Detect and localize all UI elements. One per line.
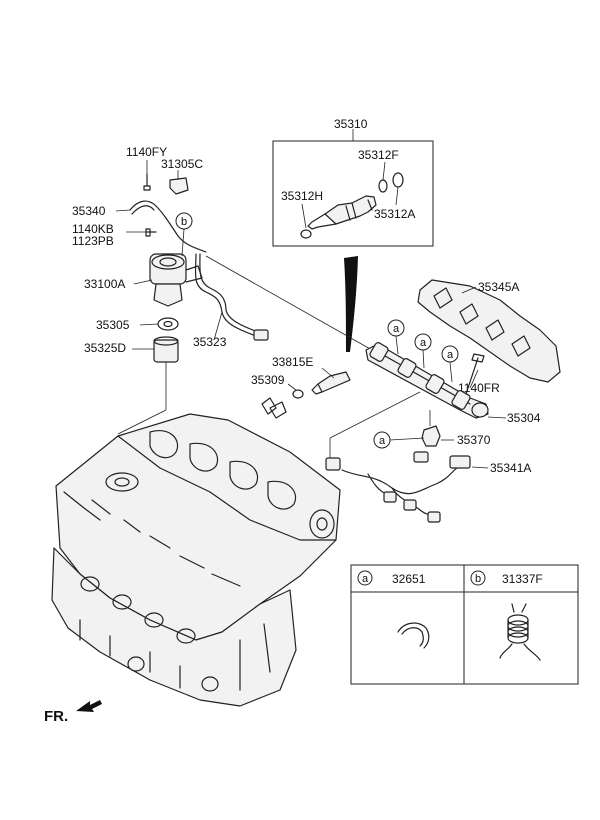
harness-connector-2 xyxy=(383,491,397,503)
clip-pieces xyxy=(261,397,287,419)
svg-text:a: a xyxy=(420,337,427,349)
legend-code-b: b xyxy=(475,573,481,585)
label-35304: 35304 xyxy=(507,411,541,425)
rail-cup-3 xyxy=(425,374,445,394)
engine-block xyxy=(51,413,341,707)
harness-connector-1 xyxy=(413,451,429,463)
legend-callout-b xyxy=(470,570,486,586)
label-1140FR: 1140FR xyxy=(458,381,500,395)
label-35370: 35370 xyxy=(457,433,491,447)
svg-text:b: b xyxy=(181,216,187,228)
harness-connector-main xyxy=(449,455,471,469)
harness-35341A xyxy=(341,465,461,521)
label-31305C: 31305C xyxy=(161,157,203,171)
bolt-1140FY xyxy=(143,173,151,191)
label-35309: 35309 xyxy=(251,373,285,387)
cam-seal xyxy=(309,509,335,539)
legend-callout-a xyxy=(357,570,373,586)
rail-cup-4 xyxy=(451,390,471,410)
sensor-35370 xyxy=(421,425,441,447)
seal-ring-small xyxy=(378,179,388,193)
label-33815E: 33815E xyxy=(272,355,313,369)
legend-part-32651: 32651 xyxy=(392,572,426,586)
label-33100A: 33100A xyxy=(84,277,125,291)
label-35323: 35323 xyxy=(193,335,227,349)
harness-connector-3 xyxy=(403,499,417,511)
label-35312H: 35312H xyxy=(281,189,323,203)
label-35340: 35340 xyxy=(72,204,106,218)
harness-connector-4 xyxy=(427,511,441,523)
label-35325D: 35325D xyxy=(84,341,126,355)
hose-35323 xyxy=(194,253,257,337)
label-35310: 35310 xyxy=(334,117,368,131)
svg-text:a: a xyxy=(393,323,400,335)
label-35345A: 35345A xyxy=(478,280,519,294)
bolt-1140KB xyxy=(145,228,157,237)
pipe-line-to-rail xyxy=(205,255,373,351)
label-1140FY: 1140FY xyxy=(126,145,167,159)
label-1140KB: 1140KB xyxy=(72,222,114,236)
pointer-arrow xyxy=(344,256,358,352)
front-arrow-icon xyxy=(76,700,102,712)
label-35312A: 35312A xyxy=(374,207,415,221)
label-35305: 35305 xyxy=(96,318,130,332)
injector-tip-washer xyxy=(300,229,312,239)
bracket-31305C xyxy=(169,177,189,195)
hose-clip-31337F xyxy=(499,603,541,661)
rail-end-plug xyxy=(471,402,489,418)
washer-35305 xyxy=(157,317,179,331)
svg-text:a: a xyxy=(447,349,454,361)
rail-group: 33815E 35309 35345A 1140FR 35304 35370 3… xyxy=(251,279,561,523)
svg-text:a: a xyxy=(379,435,386,447)
seal-ring-large xyxy=(392,172,404,188)
cylinder-block xyxy=(51,547,297,707)
pump-mount-hole xyxy=(105,472,139,492)
front-marker: FR. xyxy=(44,700,102,725)
rail-cup-2 xyxy=(397,358,417,378)
injector-body xyxy=(324,195,377,225)
seal-35309 xyxy=(292,389,304,399)
label-1123PB: 1123PB xyxy=(72,234,114,248)
harness-plug xyxy=(325,457,341,471)
pipe-35340 xyxy=(129,200,207,253)
rail-cup-1 xyxy=(369,342,389,362)
hose-connector xyxy=(253,329,269,341)
bolt-1140FR xyxy=(465,353,485,395)
injector-33815E xyxy=(317,371,351,393)
label-35341A: 35341A xyxy=(490,461,531,475)
legend-part-31337F: 31337F xyxy=(502,572,543,586)
front-label: FR. xyxy=(44,708,68,725)
clip-32651 xyxy=(397,622,430,649)
pump-group: 1140FY 31305C 35340 1140KB 1123PB 33100A… xyxy=(72,145,373,435)
cover-35345A xyxy=(417,279,561,383)
label-35312F: 35312F xyxy=(358,148,399,162)
legend-table: a 32651 b 31337F xyxy=(350,564,579,685)
legend-code-a: a xyxy=(362,573,369,585)
injector-detail-group: 35310 35312F 35312H 35312A xyxy=(272,117,434,247)
